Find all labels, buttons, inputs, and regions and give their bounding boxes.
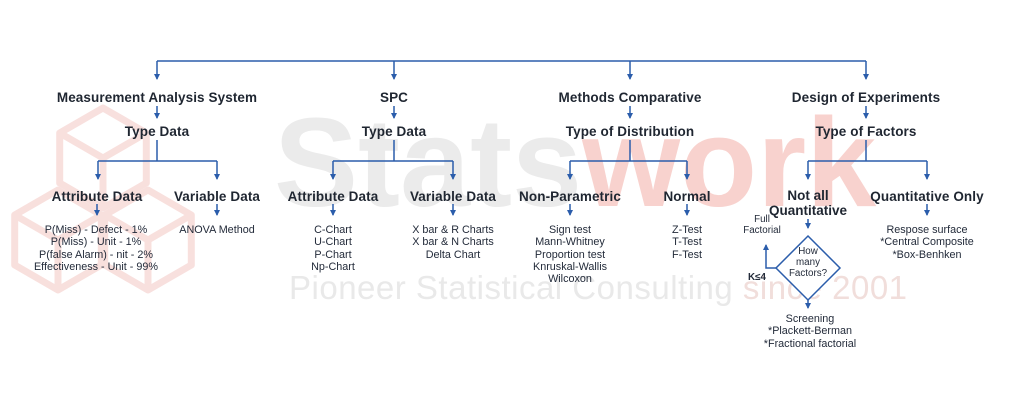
list-item: T-Test: [672, 236, 702, 249]
watermark-tagline: Pioneer Statistical Consulting since 200…: [289, 271, 908, 304]
branch-title-design-of-experiments: Design of Experiments: [791, 90, 941, 105]
list-item: *Plackett-Berman: [767, 325, 853, 338]
watermark-brand-gray: Stats: [274, 92, 583, 233]
list-item: Wilcoxon: [548, 273, 592, 286]
factorial-label-line: Factorial: [743, 224, 781, 236]
subtitle-type-data-2: Type Data: [361, 124, 427, 139]
list-item: U-Chart: [314, 236, 352, 249]
list-item: Proportion test: [534, 248, 606, 261]
k-le-4-branch-line: [763, 244, 776, 269]
list-item: Mann-Whitney: [535, 236, 605, 249]
k-le-4-condition-label: K≤4: [748, 272, 766, 283]
full-factorial-label: Full Factorial: [743, 214, 781, 236]
list-item: X bar & N Charts: [412, 236, 494, 249]
list-item: *Fractional factorial: [763, 337, 857, 350]
child-label-variable-data-1: Variable Data: [173, 189, 261, 204]
subtitle-type-of-factors: Type of Factors: [815, 124, 917, 139]
list-item: F-Test: [672, 248, 702, 261]
branch-title-spc: SPC: [379, 90, 409, 105]
leaf-list-measurement-attribute: P(Miss) - Defect - 1%P(Miss) - Unit - 1%…: [34, 224, 158, 273]
list-item: Knruskal-Wallis: [533, 260, 607, 273]
list-item: *Box-Benhken: [892, 248, 962, 261]
question-line-1: How: [798, 246, 818, 257]
list-item: Np-Chart: [311, 260, 355, 273]
child-label-quantitative-only: Quantitative Only: [870, 189, 984, 204]
list-item: Delta Chart: [425, 248, 481, 261]
quantitative-line: Quantitative: [768, 202, 848, 218]
branch-title-measurement-analysis-system: Measurement Analysis System: [56, 90, 258, 105]
child-label-not-all-quantitative: Not all Quantitative: [768, 188, 848, 218]
branch-title-methods-comparative: Methods Comparative: [558, 90, 702, 105]
not-all-line: Not all: [787, 188, 829, 203]
list-item: C-Chart: [314, 224, 352, 236]
list-item: Effectiveness - Unit - 99%: [33, 260, 159, 273]
subtitle-type-data-1: Type Data: [124, 124, 190, 139]
question-line-3: Factors?: [788, 268, 828, 279]
list-item: Z-Test: [672, 224, 702, 236]
list-item: ANOVA Method: [179, 224, 255, 236]
child-label-non-parametric: Non-Parametric: [519, 189, 621, 204]
child-label-attribute-data-1: Attribute Data: [51, 189, 143, 204]
list-item: *Central Composite: [880, 236, 974, 249]
list-item: P(Miss) - Unit - 1%: [50, 236, 142, 249]
list-item: P(false Alarm) - nit - 2%: [39, 248, 153, 261]
subtitle-type-of-distribution: Type of Distribution: [565, 124, 695, 139]
leaf-list-anova: ANOVA Method: [179, 224, 254, 236]
list-item: Screening: [785, 313, 835, 325]
list-item: Respose surface: [886, 224, 968, 236]
watermark-brand-text: Statswork: [274, 100, 876, 226]
list-item: P-Chart: [314, 248, 352, 261]
full-label-line: Full: [754, 214, 770, 225]
child-label-attribute-data-2: Attribute Data: [287, 189, 379, 204]
question-line-2: many: [796, 257, 820, 268]
watermark-tagline-gray: Pioneer Statistical Consulting: [289, 269, 743, 306]
leaf-list-screening-methods: Screening*Plackett-Berman*Fractional fac…: [764, 313, 856, 350]
child-label-normal: Normal: [663, 189, 711, 204]
list-item: P(Miss) - Defect - 1%: [44, 224, 148, 236]
child-label-variable-data-2: Variable Data: [409, 189, 497, 204]
watermark-brand-pink: work: [582, 92, 877, 233]
list-item: X bar & R Charts: [412, 224, 494, 236]
decision-question: How many Factors?: [789, 246, 827, 279]
leaf-list-quantitative-only-methods: Respose surface*Central Composite*Box-Be…: [880, 224, 974, 261]
list-item: Sign test: [548, 224, 591, 236]
